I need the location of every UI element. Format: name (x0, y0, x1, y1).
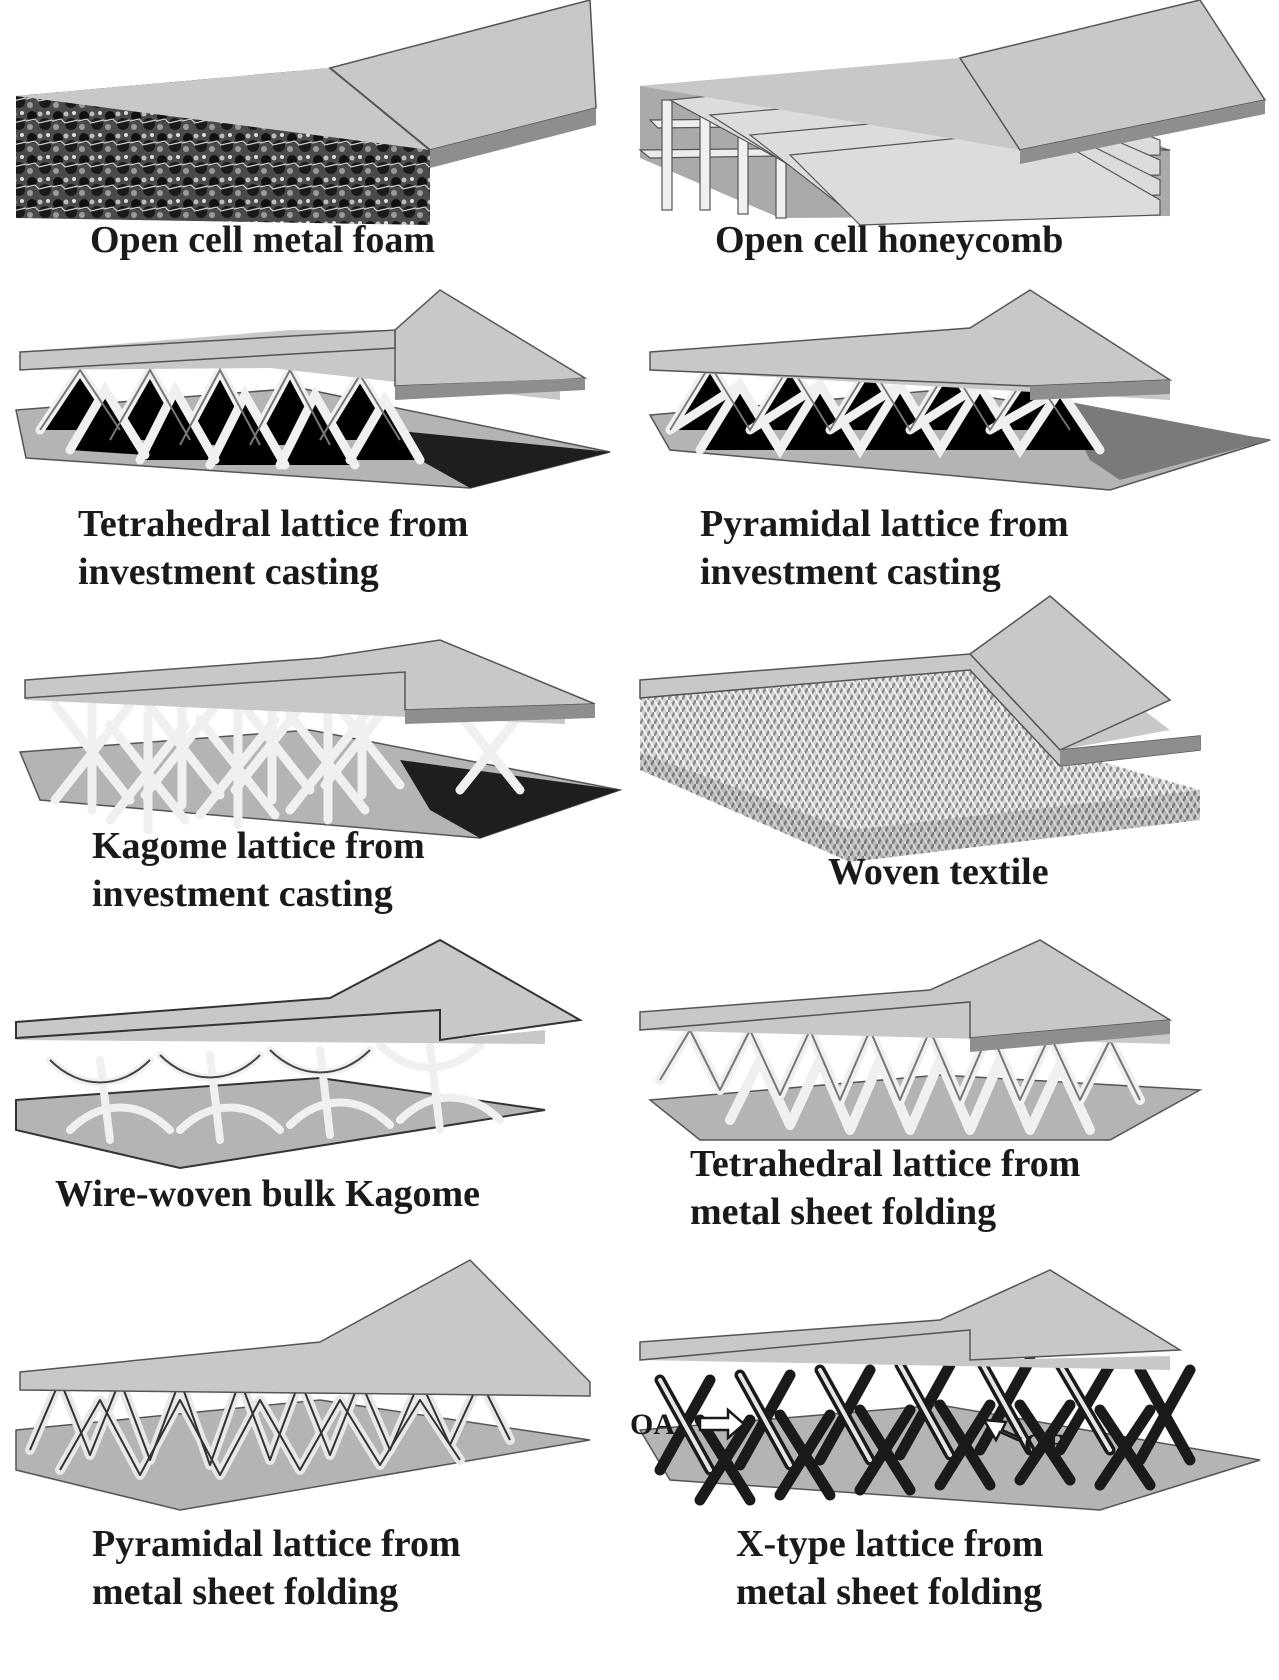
caption-line: Wire-woven bulk Kagome (55, 1173, 481, 1215)
xtype-fold-caption: X-type lattice from metal sheet folding (736, 1520, 1043, 1616)
caption-line: investment casting (700, 551, 1001, 593)
caption-line: Open cell metal foam (90, 219, 436, 261)
caption-line: Kagome lattice from (92, 825, 425, 867)
caption-line: investment casting (92, 873, 393, 915)
caption-line: metal sheet folding (92, 1571, 399, 1613)
pyramid-fold-illustration (15, 1259, 591, 1511)
wire-kagome-caption: Wire-woven bulk Kagome (55, 1170, 480, 1218)
caption-line: Tetrahedral lattice from (78, 503, 469, 545)
caption-line: Woven textile (828, 851, 1049, 893)
callout-oa: OA (630, 1408, 675, 1441)
wire-kagome-illustration (15, 938, 584, 1170)
foam-caption: Open cell metal foam (90, 216, 435, 264)
xtype-fold-panel: OA OB X-type lattice from metal sheet fo… (630, 1269, 1279, 1680)
caption-line: investment casting (78, 551, 379, 593)
callout-ob: OB (1024, 1428, 1068, 1461)
pyramid-cast-caption: Pyramidal lattice from investment castin… (700, 500, 1069, 596)
honeycomb-illustration (638, 0, 1267, 226)
caption-line: Pyramidal lattice from (700, 503, 1069, 545)
woven-panel: Woven textile (639, 595, 1279, 950)
tetra-fold-panel: Tetrahedral lattice from metal sheet fol… (639, 939, 1279, 1290)
wire-kagome-panel: Wire-woven bulk Kagome (0, 938, 620, 1290)
caption-line: metal sheet folding (736, 1571, 1043, 1613)
foam-illustration (16, 0, 597, 225)
pyramid-cast-panel: Pyramidal lattice from investment castin… (640, 289, 1279, 600)
caption-line: metal sheet folding (690, 1191, 997, 1233)
caption-line: X-type lattice from (736, 1523, 1044, 1565)
caption-line: Pyramidal lattice from (92, 1523, 461, 1565)
tetra-cast-illustration (15, 289, 611, 489)
xtype-fold-illustration (638, 1269, 1261, 1511)
honeycomb-panel: Open cell honeycomb (638, 0, 1279, 270)
kagome-cast-caption: Kagome lattice from investment casting (92, 822, 425, 918)
caption-line: Tetrahedral lattice from (690, 1143, 1081, 1185)
kagome-cast-illustration (18, 639, 623, 839)
woven-caption: Woven textile (828, 848, 1049, 896)
pyramid-cast-illustration (648, 289, 1271, 491)
foam-panel: Open cell metal foam (0, 0, 620, 270)
kagome-cast-panel: Kagome lattice from investment casting (0, 639, 623, 950)
tetra-fold-caption: Tetrahedral lattice from metal sheet fol… (690, 1140, 1080, 1236)
pyramid-fold-caption: Pyramidal lattice from metal sheet foldi… (92, 1520, 461, 1616)
tetra-cast-panel: Tetrahedral lattice from investment cast… (0, 289, 620, 600)
honeycomb-caption: Open cell honeycomb (715, 216, 1063, 264)
woven-illustration (639, 595, 1201, 862)
tetra-fold-illustration (639, 939, 1203, 1141)
caption-line: Open cell honeycomb (715, 219, 1064, 261)
tetra-cast-caption: Tetrahedral lattice from investment cast… (78, 500, 468, 596)
pyramid-fold-panel: Pyramidal lattice from metal sheet foldi… (0, 1259, 620, 1680)
